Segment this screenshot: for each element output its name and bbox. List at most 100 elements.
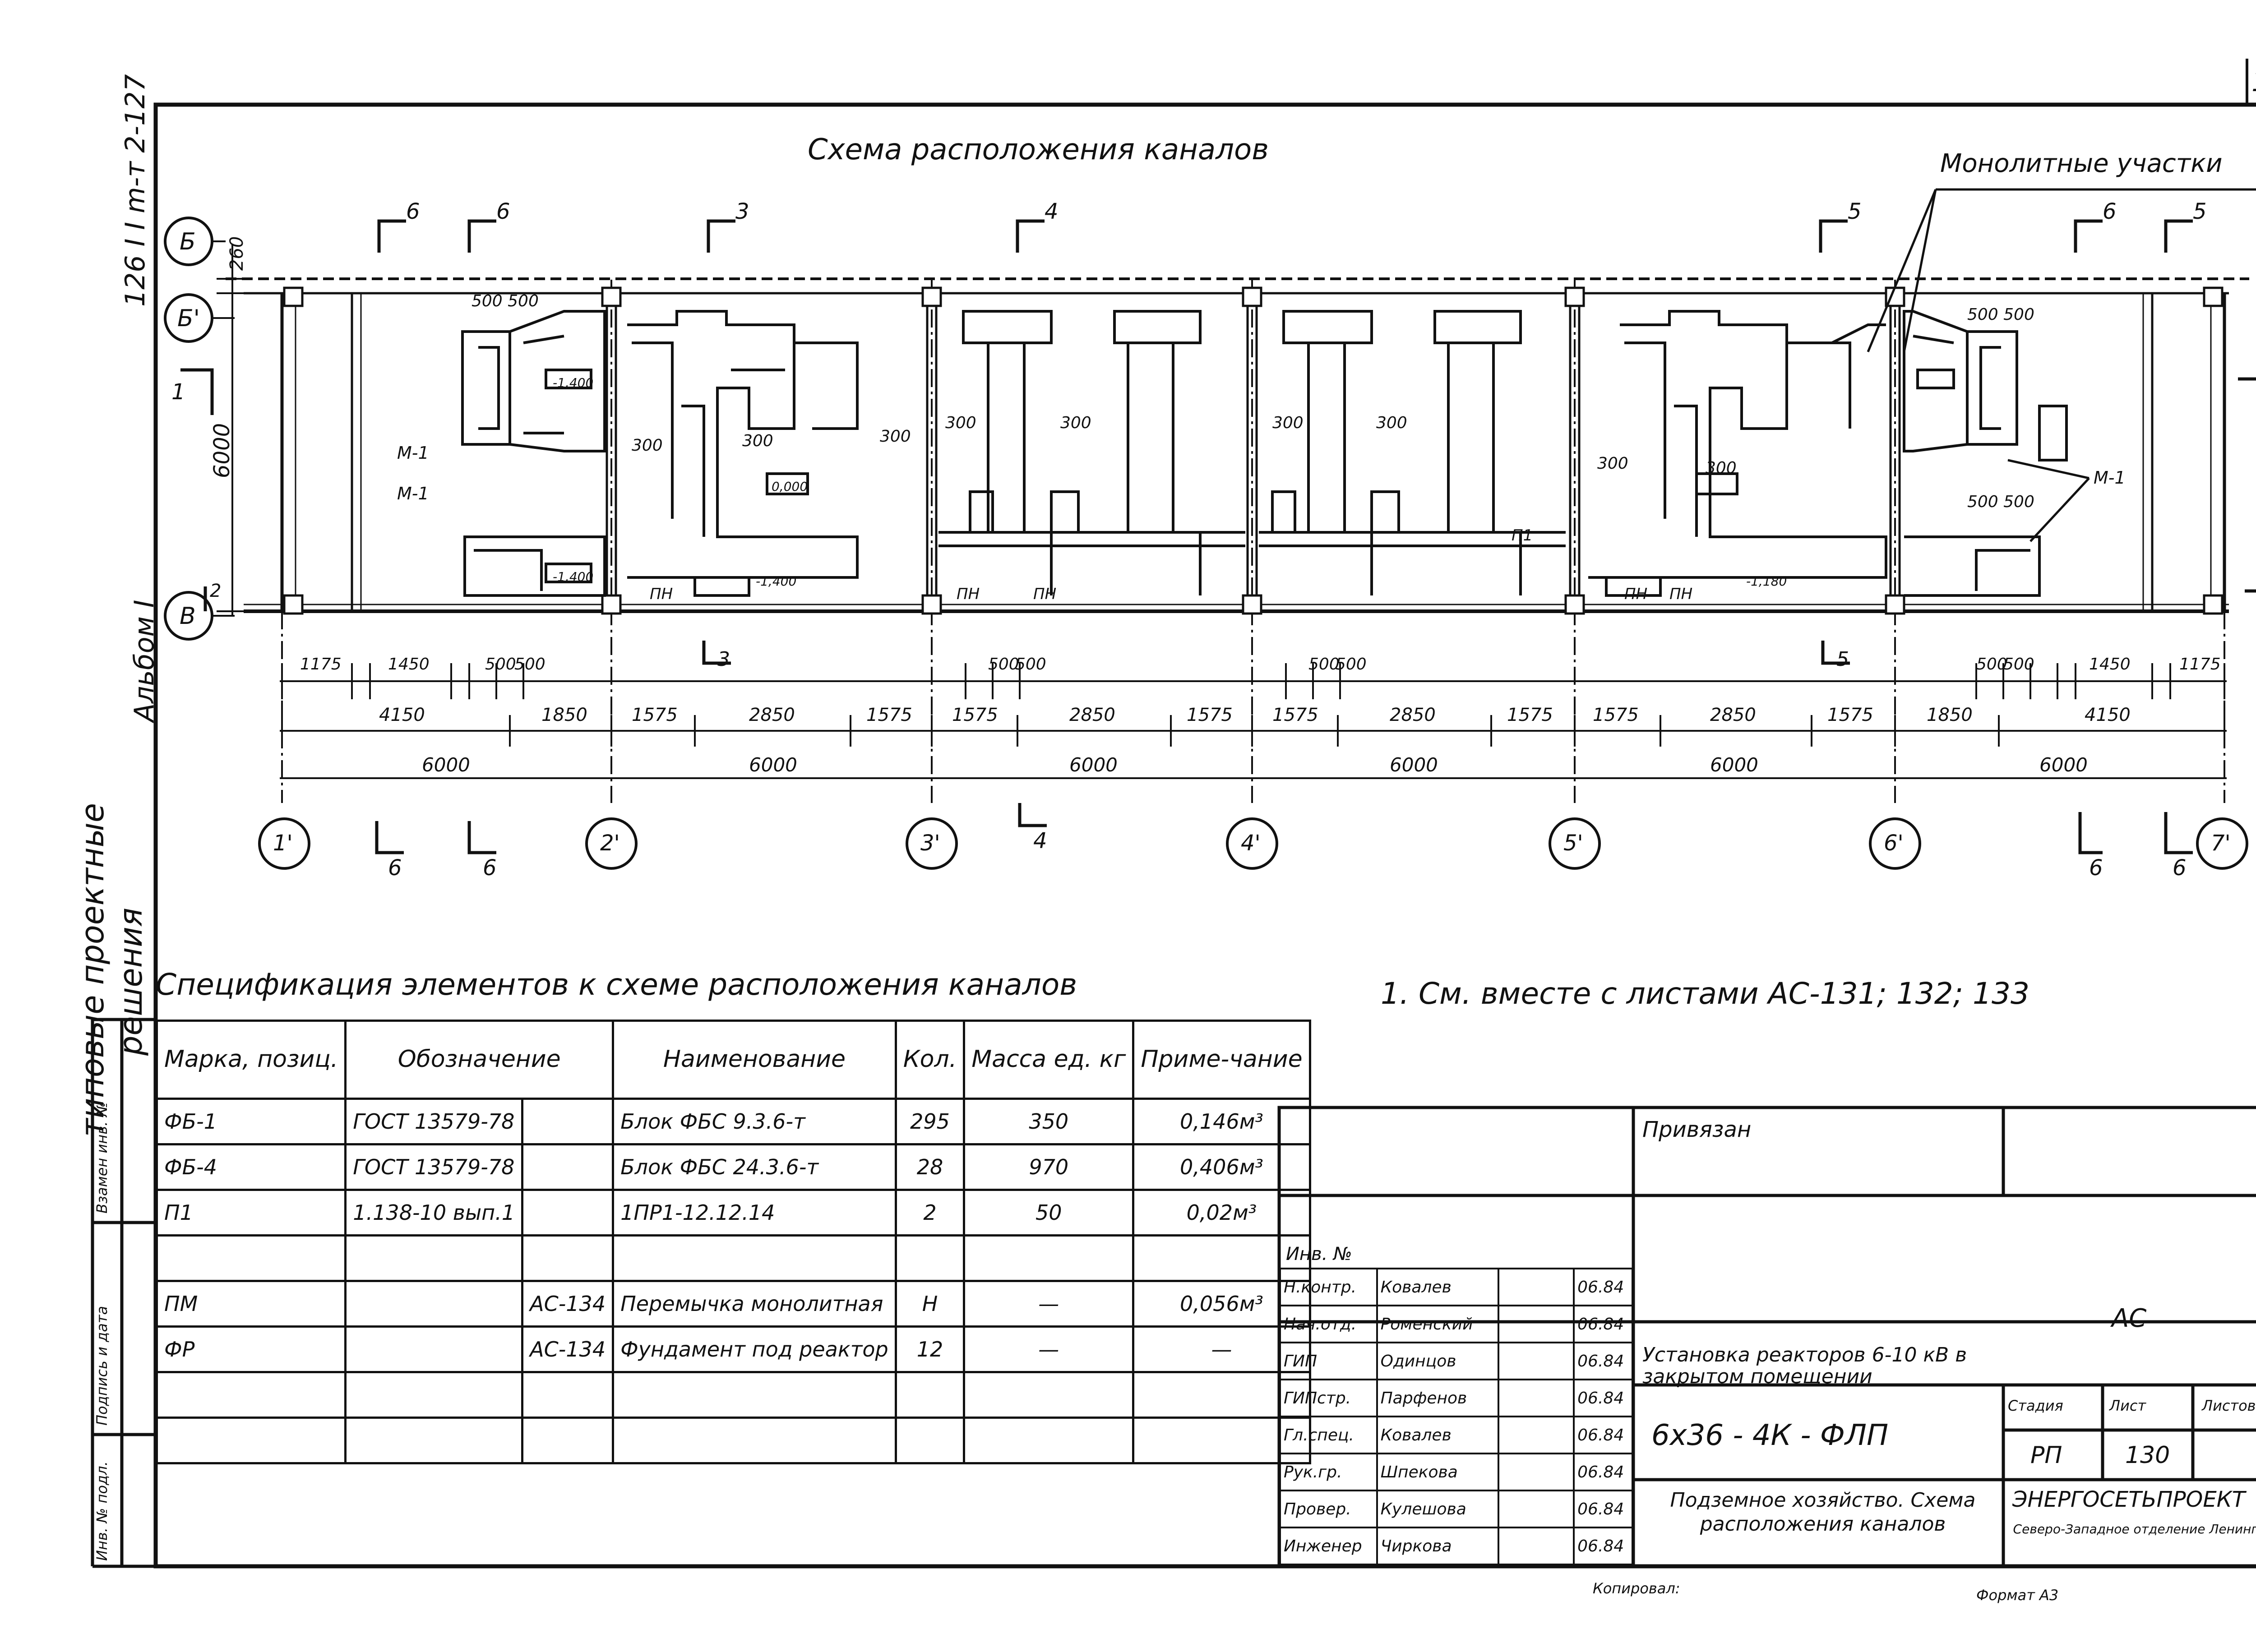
spec-cell-mass: 50 <box>963 1189 1135 1237</box>
dim: 1850 <box>541 705 587 725</box>
dim: 1450 <box>2089 655 2131 674</box>
signer-date: 06.84 <box>1573 1305 1633 1343</box>
spec-cell-note: 0,406м³ <box>1132 1143 1311 1191</box>
spec-cell-designation <box>344 1417 524 1464</box>
dim: 6000 <box>1390 754 1438 776</box>
tb-format: Формат А3 <box>1976 1587 2059 1604</box>
tb-drawing-title: Подземное хозяйство. Схема расположения … <box>1670 1489 1976 1536</box>
signer-name: Одинцов <box>1376 1342 1499 1380</box>
plan-label-d300: 300 <box>880 427 911 446</box>
spec-header-note: Приме-чание <box>1132 1020 1311 1100</box>
dim: 500 <box>1336 655 1367 674</box>
spec-cell-mass <box>963 1234 1135 1282</box>
spec-cell-note: 0,146м³ <box>1132 1098 1311 1145</box>
section-mark: 5 <box>1848 199 1862 224</box>
spec-cell-name <box>612 1234 897 1282</box>
typical-solutions-line1: типовые проектные <box>74 803 111 1137</box>
spec-cell-mass: — <box>963 1325 1135 1373</box>
dim: 6000 <box>1069 754 1118 776</box>
dim: 6000 <box>749 754 797 776</box>
side-mark: 1 <box>171 379 185 405</box>
plan-label-level: -1,400 <box>553 375 594 390</box>
axis-col-1: 1' <box>273 831 293 856</box>
spec-header-mark: Марка, позиц. <box>155 1020 347 1100</box>
tb-code: АС <box>2112 1304 2147 1333</box>
section-mark: 6 <box>496 199 510 224</box>
spec-cell-designation: ГОСТ 13579-78 <box>344 1143 524 1191</box>
spec-cell-mark <box>155 1371 347 1419</box>
spec-cell-mark <box>155 1234 347 1282</box>
signer-name: Кулешова <box>1376 1490 1499 1528</box>
plan-title: Схема расположения каналов <box>808 133 1269 166</box>
signer-date: 06.84 <box>1573 1268 1633 1306</box>
dim: 1575 <box>1187 705 1233 725</box>
dim: 1850 <box>1927 705 1973 725</box>
spec-cell-qty <box>894 1234 966 1282</box>
spec-cell-mass: — <box>963 1280 1135 1328</box>
signer-signature <box>1497 1416 1575 1454</box>
margin-replace-label: Взамен инв. № <box>93 1102 111 1214</box>
dim-left-6000: 6000 <box>209 423 235 478</box>
signer-role: Рук.гр. <box>1279 1453 1378 1491</box>
signer-role: Гл.спец. <box>1279 1416 1378 1454</box>
plan-label-d300: 300 <box>1706 459 1737 477</box>
plan-label-d300: 300 <box>1272 414 1304 432</box>
signer-signature <box>1497 1379 1575 1417</box>
plan-label-m1: M-1 <box>397 443 429 463</box>
spec-cell-name: Фундамент под реактор <box>612 1325 897 1373</box>
spec-cell-designation-ref <box>521 1371 615 1419</box>
axis-row-V: В <box>180 603 196 630</box>
spec-cell-designation <box>344 1371 524 1419</box>
tb-copied: Копировал: <box>1593 1580 1680 1597</box>
dim: 1450 <box>388 655 430 674</box>
spec-cell-designation-ref <box>521 1098 615 1145</box>
sheet-number: 126 <box>2251 68 2256 96</box>
typical-solutions-line2: решения <box>112 908 149 1056</box>
plan-label-level: -1,400 <box>756 574 797 589</box>
side-mark: 2 <box>210 581 222 601</box>
dim: 6000 <box>422 754 470 776</box>
plan-label-pn: ПН <box>1669 585 1693 603</box>
plan-label-pn: ПН <box>1624 585 1648 603</box>
plan-label-d500: 500 500 <box>1967 493 2034 511</box>
spec-cell-designation-ref <box>521 1143 615 1191</box>
section-mark: 6 <box>483 855 497 881</box>
spec-cell-designation: ГОСТ 13579-78 <box>344 1098 524 1145</box>
dim: 1575 <box>1593 705 1639 725</box>
spec-header-row: Марка, позиц. Обозначение Наименование К… <box>155 1020 1311 1100</box>
spec-cell-designation-ref <box>521 1234 615 1282</box>
dim: 500 <box>485 655 516 674</box>
section-mark: 6 <box>388 855 402 881</box>
album-label: Альбом I <box>129 600 160 722</box>
tb-inv: Инв. № <box>1286 1244 1352 1264</box>
signer-role: ГИПстр. <box>1279 1379 1378 1417</box>
axis-col-5: 5' <box>1563 831 1583 856</box>
dim: 2850 <box>1069 705 1115 725</box>
signer-role: Провер. <box>1279 1490 1378 1528</box>
dim: 1575 <box>952 705 998 725</box>
signer-role: Нач.отд. <box>1279 1305 1378 1343</box>
dim: 500 <box>1976 655 2007 674</box>
spec-cell-qty: 12 <box>894 1325 966 1373</box>
spec-cell-mark: ФБ-4 <box>155 1143 347 1191</box>
tb-privyazan: Привязан <box>1642 1117 1752 1142</box>
dim: 1175 <box>300 655 342 674</box>
plan-label-d300: 300 <box>632 436 663 455</box>
spec-header-name: Наименование <box>612 1020 897 1100</box>
spec-cell-qty: Н <box>894 1280 966 1328</box>
album-code: 126 I I m-т 2-127 <box>120 74 151 307</box>
plan-label-d300: 300 <box>742 432 773 450</box>
spec-header-mass: Масса ед. кг <box>963 1020 1135 1100</box>
plan-label-p1: П1 <box>1512 526 1533 545</box>
spec-header-qty: Кол. <box>894 1020 966 1100</box>
tb-stage: РП <box>2030 1442 2062 1469</box>
signer-date: 06.84 <box>1573 1379 1633 1417</box>
dim: 2850 <box>1710 705 1756 725</box>
spec-row <box>155 1371 1311 1419</box>
plan-label-m1: M-1 <box>397 484 429 503</box>
